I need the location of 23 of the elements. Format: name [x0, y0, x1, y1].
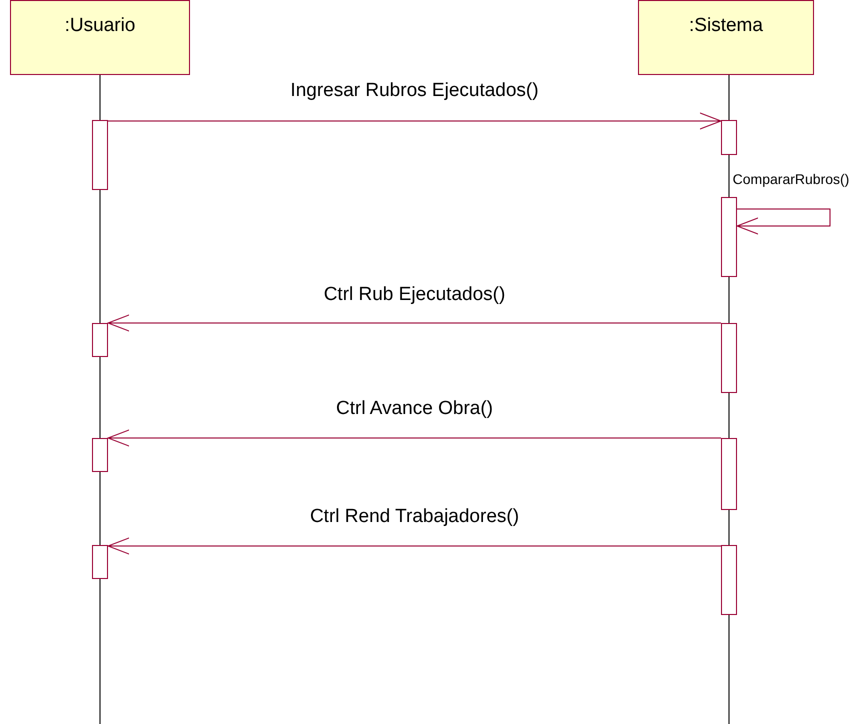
- message-label: Ctrl Rend Trabajadores(): [310, 506, 520, 528]
- message-arrow: [108, 314, 722, 332]
- object-box: [638, 0, 814, 75]
- message-label: Ctrl Avance Obra(): [336, 398, 493, 420]
- activation-bar: [721, 197, 737, 277]
- activation-bar: [721, 323, 737, 393]
- object-name: :Usuario: [64, 15, 136, 37]
- message-arrow: [108, 112, 722, 130]
- activation-bar: [721, 120, 737, 155]
- activation-bar: [92, 120, 108, 190]
- message-label: Ingresar Rubros Ejecutados(): [290, 80, 539, 102]
- activation-bar: [92, 438, 108, 472]
- message-label: CompararRubros(): [732, 171, 850, 188]
- object-name: :Sistema: [689, 15, 763, 37]
- activation-bar: [92, 323, 108, 357]
- message-arrow: [108, 430, 722, 446]
- activation-bar: [721, 545, 737, 615]
- object-box: [10, 0, 190, 75]
- message-arrow: [736, 208, 830, 234]
- message-arrow: [108, 538, 722, 554]
- activation-bar: [92, 545, 108, 579]
- activation-bar: [721, 438, 737, 510]
- message-label: Ctrl Rub Ejecutados(): [324, 284, 506, 306]
